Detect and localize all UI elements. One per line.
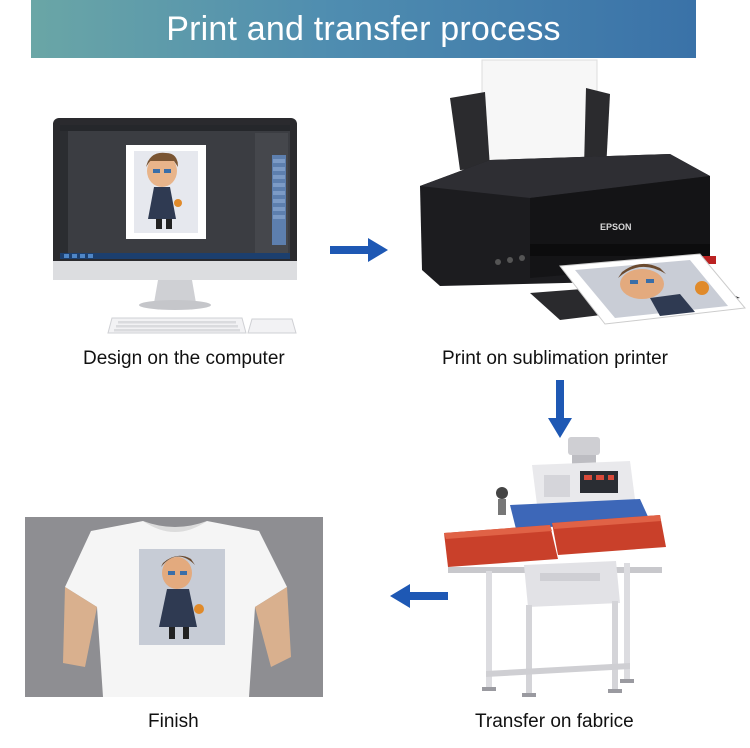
page-title: Print and transfer process <box>166 9 561 48</box>
step-1-caption: Design on the computer <box>83 348 285 369</box>
computer-monitor-icon <box>53 118 297 334</box>
printer-image: EPSON <box>410 58 750 343</box>
printer-icon: EPSON <box>410 58 750 343</box>
step-2-caption: Print on sublimation printer <box>442 348 668 369</box>
printer-brand-label: EPSON <box>600 222 632 232</box>
heat-press-image <box>440 435 670 705</box>
step-4-caption: Finish <box>148 711 199 732</box>
arrow-down-icon <box>546 380 574 440</box>
title-banner: Print and transfer process <box>31 0 696 58</box>
tshirt-image <box>25 517 323 697</box>
computer-image <box>50 115 300 340</box>
t-shirt-icon <box>25 517 323 697</box>
arrow-left-icon <box>390 582 450 610</box>
arrow-right-icon <box>330 236 390 264</box>
step-3-caption: Transfer on fabrice <box>475 711 634 732</box>
heat-press-icon <box>444 437 666 697</box>
